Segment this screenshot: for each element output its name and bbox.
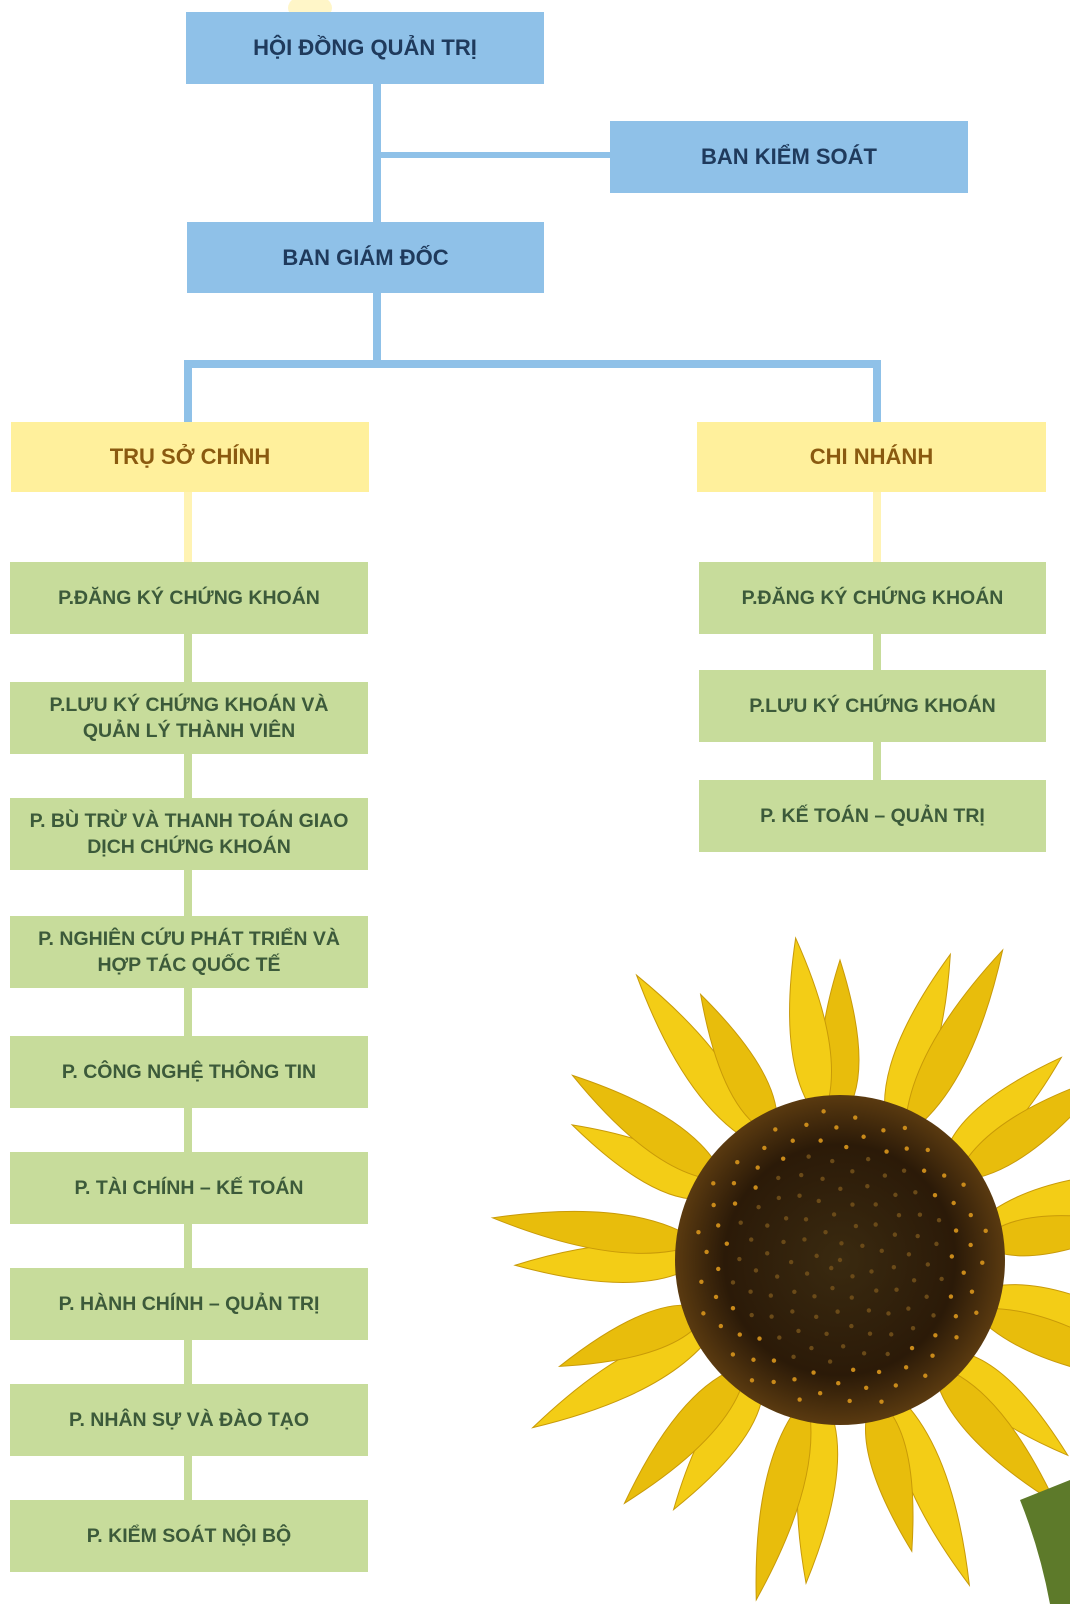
board-of-directors-box: HỘI ĐỒNG QUẢN TRỊ bbox=[186, 12, 544, 84]
head-office-department-box: P. TÀI CHÍNH – KẾ TOÁN bbox=[10, 1152, 368, 1224]
connector-branch-depts bbox=[873, 492, 881, 564]
supervisory-board-box: BAN KIỂM SOÁT bbox=[610, 121, 968, 193]
head-office-department-box: P.LƯU KÝ CHỨNG KHOÁN VÀ QUẢN LÝ THÀNH VI… bbox=[10, 682, 368, 754]
connector-head-office-depts bbox=[184, 492, 192, 564]
branch-department-box: P. KẾ TOÁN – QUẢN TRỊ bbox=[699, 780, 1046, 852]
head-office-department-box: P. NHÂN SỰ VÀ ĐÀO TẠO bbox=[10, 1384, 368, 1456]
executive-board-box: BAN GIÁM ĐỐC bbox=[187, 222, 544, 293]
head-office-department-box: P. KIỂM SOÁT NỘI BỘ bbox=[10, 1500, 368, 1572]
branch-department-box: P.ĐĂNG KÝ CHỨNG KHOÁN bbox=[699, 562, 1046, 634]
branch-office-box: CHI NHÁNH bbox=[697, 422, 1046, 492]
sunflower-image bbox=[490, 936, 1070, 1604]
connector-horizontal-split bbox=[184, 360, 881, 368]
connector-supervisory bbox=[377, 152, 611, 158]
head-office-box: TRỤ SỞ CHÍNH bbox=[11, 422, 369, 492]
sunflower-stem bbox=[1020, 1480, 1070, 1604]
connector-to-branch bbox=[873, 360, 881, 422]
head-office-department-box: P.ĐĂNG KÝ CHỨNG KHOÁN bbox=[10, 562, 368, 634]
branch-department-box: P.LƯU KÝ CHỨNG KHOÁN bbox=[699, 670, 1046, 742]
head-office-department-box: P. NGHIÊN CỨU PHÁT TRIỂN VÀ HỢP TÁC QUỐC… bbox=[10, 916, 368, 988]
head-office-department-box: P. CÔNG NGHỆ THÔNG TIN bbox=[10, 1036, 368, 1108]
sunflower-petals bbox=[490, 936, 1070, 1602]
connector-directors-down bbox=[373, 293, 381, 365]
sunflower-seeds bbox=[696, 1109, 988, 1404]
head-office-department-box: P. BÙ TRỪ VÀ THANH TOÁN GIAO DỊCH CHỨNG … bbox=[10, 798, 368, 870]
connector-to-head-office bbox=[184, 360, 192, 422]
head-office-department-box: P. HÀNH CHÍNH – QUẢN TRỊ bbox=[10, 1268, 368, 1340]
